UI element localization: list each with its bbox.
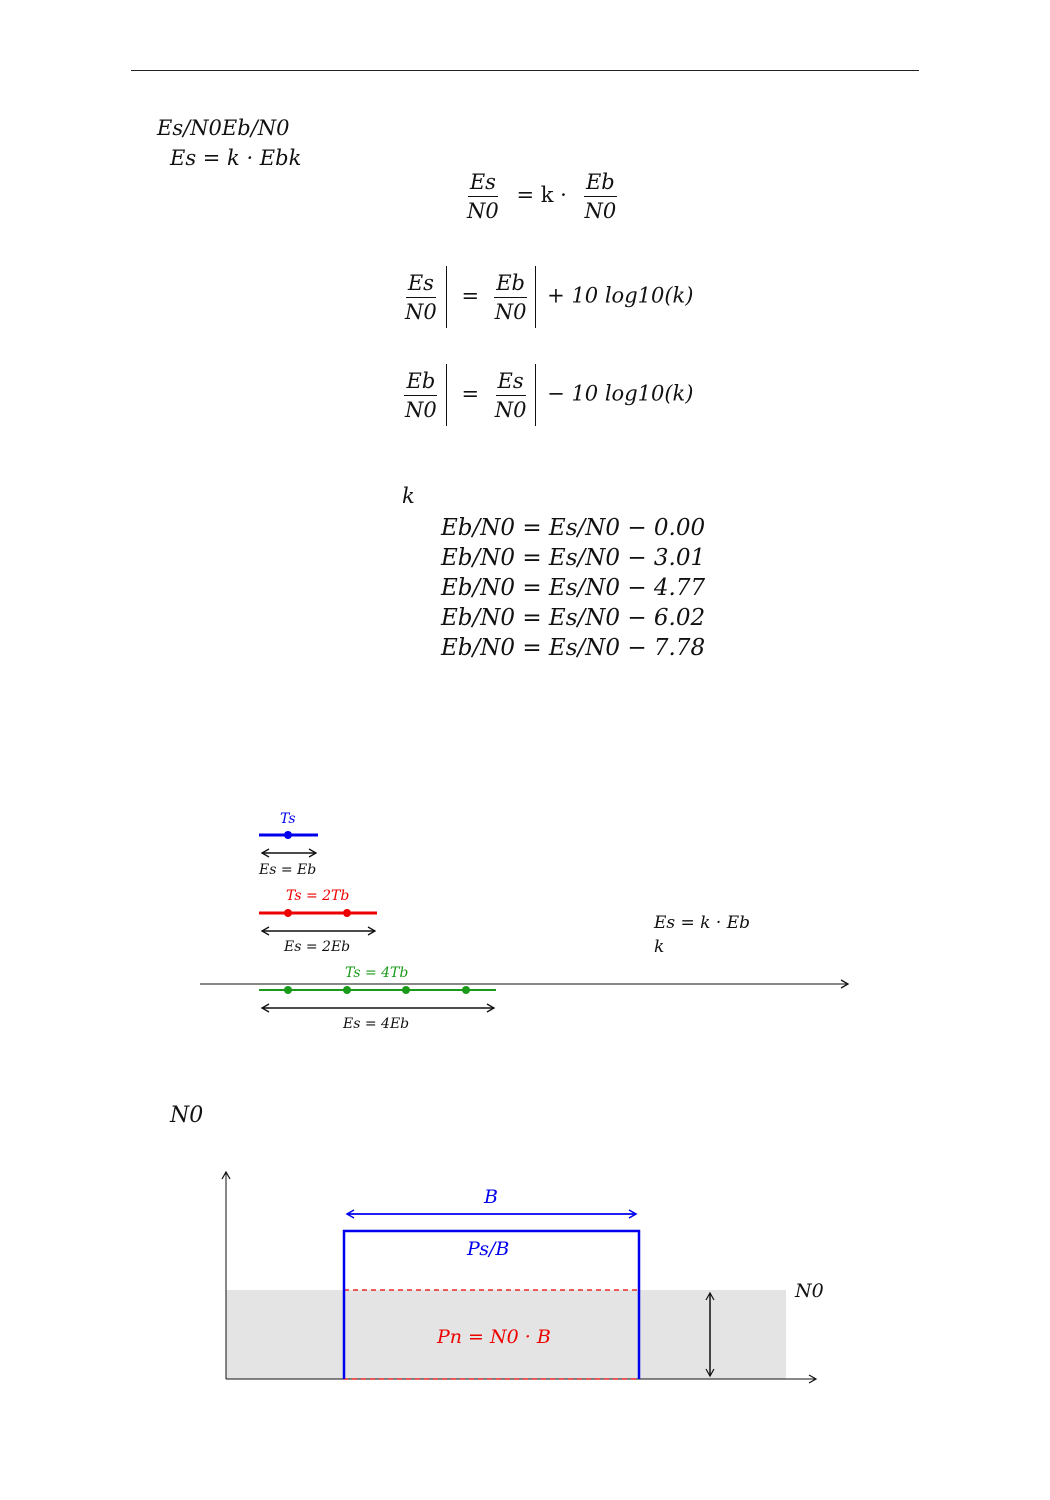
relation-row: Eb/N0 = Es/N0 − 6.02 — [441, 605, 706, 631]
denominator: N0 — [584, 199, 617, 223]
equals-sign: = — [461, 381, 480, 406]
red-bit-dot — [284, 909, 292, 917]
noise-floor-band — [226, 1290, 786, 1379]
eval-bar — [535, 364, 537, 426]
green-symbol-label: Ts = 4Tb — [345, 965, 408, 981]
intro-line-1: Es/N0Eb/N0 — [157, 116, 290, 140]
fraction: Es N0 — [403, 271, 439, 324]
denominator: N0 — [467, 199, 499, 223]
numerator: Eb — [583, 170, 617, 197]
fraction: Eb N0 — [493, 271, 529, 324]
denominator: N0 — [405, 299, 437, 324]
numerator: Eb — [494, 271, 527, 298]
k-label: k — [402, 484, 415, 508]
denominator: N0 — [405, 397, 437, 422]
bandwidth-label: B — [483, 1186, 498, 1208]
relation-row: Eb/N0 = Es/N0 − 4.77 — [441, 575, 706, 601]
psd-diagram: B Ps/B Pn = N0 · B N0 — [221, 1170, 824, 1384]
green-bit-dot — [343, 986, 351, 994]
fraction: Es N0 — [465, 170, 501, 223]
relation-row: Eb/N0 = Es/N0 − 0.00 — [441, 515, 706, 541]
red-symbol-label: Ts = 2Tb — [286, 888, 349, 904]
k-note: k — [654, 937, 664, 957]
log-term: + 10 log10(k) — [547, 283, 694, 308]
numerator: Es — [495, 369, 526, 396]
red-bit-dot — [343, 909, 351, 917]
red-energy-label: Es = 2Eb — [283, 939, 350, 955]
header-rule — [131, 70, 919, 71]
green-bit-dot — [284, 986, 292, 994]
equation-es-eb: Es N0 = k · Eb N0 — [462, 170, 621, 223]
symbol-energy-diagram: Ts Es = Eb Ts = 2Tb Es = 2Eb Ts = 4Tb Es… — [200, 811, 850, 1032]
log-term: − 10 log10(k) — [547, 381, 694, 406]
equation-eb-db: Eb N0 = Es N0 − 10 log10(k) — [400, 364, 693, 426]
denominator: N0 — [494, 299, 527, 324]
fraction: Eb N0 — [403, 369, 439, 422]
equation-es-db: Es N0 = Eb N0 + 10 log10(k) — [400, 266, 693, 328]
green-bit-dot — [462, 986, 470, 994]
eval-bar — [445, 364, 447, 426]
blue-bit-dot — [284, 831, 292, 839]
eval-bar — [535, 266, 537, 328]
noise-power-label: Pn = N0 · B — [436, 1326, 551, 1348]
eval-bar — [445, 266, 447, 328]
equals-sign: = — [461, 283, 480, 308]
green-bit-dot — [402, 986, 410, 994]
n0-heading: N0 — [170, 1103, 204, 1128]
signal-psd-label: Ps/B — [466, 1238, 509, 1260]
green-energy-label: Es = 4Eb — [342, 1016, 409, 1032]
numerator: Es — [405, 271, 436, 298]
denominator: N0 — [494, 397, 527, 422]
relation-row: Eb/N0 = Es/N0 − 3.01 — [441, 545, 706, 571]
energy-relation-note: Es = k · Eb — [653, 913, 750, 933]
numerator: Eb — [404, 369, 438, 396]
numerator: Es — [467, 170, 498, 197]
fraction: Eb N0 — [582, 170, 618, 223]
intro-line-2: Es = k · Ebk — [170, 146, 302, 170]
relation-row: Eb/N0 = Es/N0 − 7.78 — [441, 635, 706, 661]
blue-symbol-label: Ts — [280, 811, 296, 827]
relation-list: Eb/N0 = Es/N0 − 0.00 Eb/N0 = Es/N0 − 3.0… — [441, 513, 705, 663]
fraction: Es N0 — [493, 369, 529, 422]
n0-level-label: N0 — [794, 1280, 824, 1302]
operator: = k · — [516, 183, 567, 207]
signal-psd-rect — [342, 1229, 641, 1379]
blue-energy-label: Es = Eb — [258, 862, 316, 878]
